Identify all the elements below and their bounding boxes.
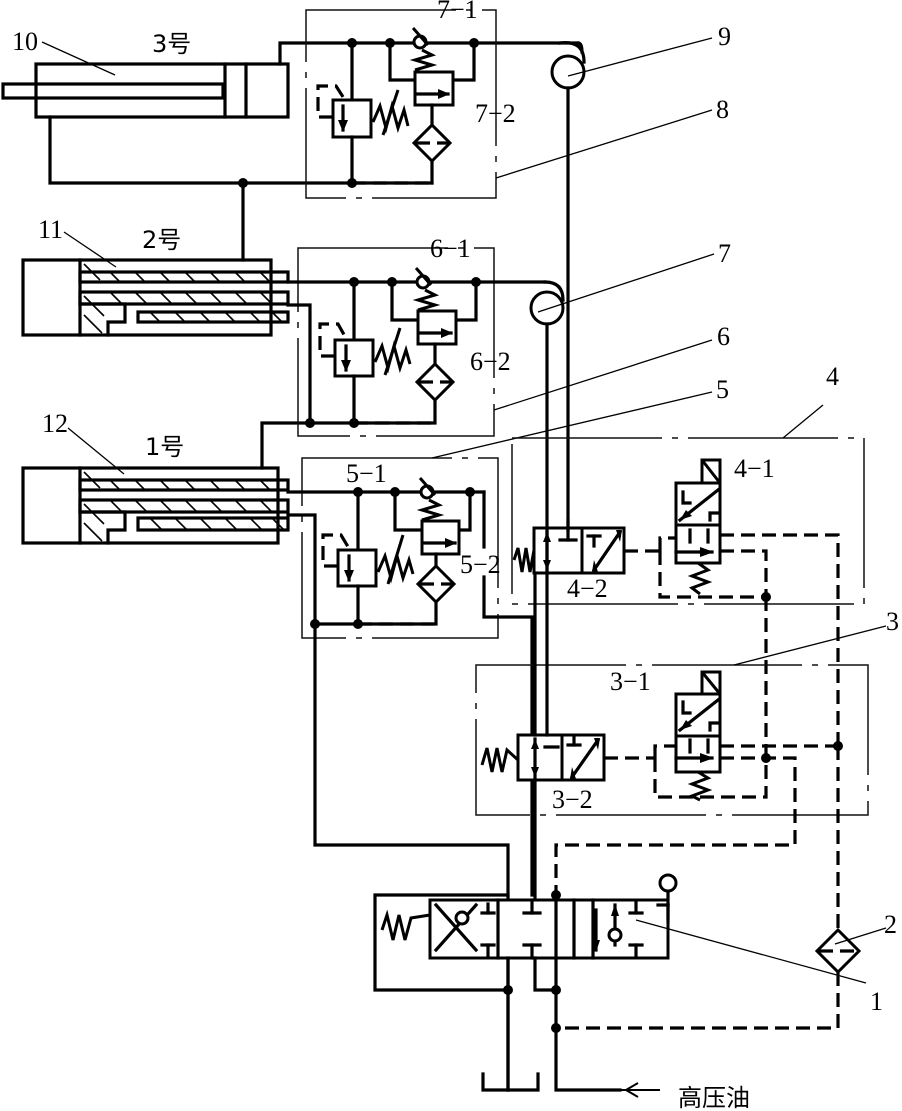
cylinder-1 [21,421,314,545]
valve-group-6 [286,247,547,437]
callout-2: 2 [884,910,897,939]
leader-3 [733,625,887,666]
valve-group-5 [286,457,534,897]
cylinder-2-name: 2号 [142,226,181,254]
cylinder-3-name: 3号 [152,30,191,58]
valve-group-3 [475,664,869,895]
callout-10: 10 [12,27,38,56]
callout-3: 3 [886,607,899,636]
leader-6 [493,339,713,411]
supply-label: 高压油 [678,1084,750,1111]
callout-8: 8 [716,95,729,124]
leader-1 [635,919,867,984]
callout-9: 9 [718,22,731,51]
label-5-1: 5−1 [346,459,387,488]
supply-arrow-icon [620,1082,660,1098]
valve-group-8 [305,9,497,199]
leader-2 [834,927,887,945]
callout-1: 1 [870,987,883,1016]
leader-5 [431,391,713,459]
leader-9 [567,37,713,77]
callout-11: 11 [38,215,63,244]
label-6-1: 6−1 [430,234,471,263]
callout-5: 5 [716,375,729,404]
label-7-1: 7−1 [437,0,478,24]
label-4-1: 4−1 [734,454,775,483]
callout-7: 7 [718,239,731,268]
rotary-joint-9 [550,41,586,532]
callout-4: 4 [826,362,839,391]
label-6-2: 6−2 [470,347,511,376]
label-5-2: 5−2 [460,550,501,579]
leader-7 [537,253,715,313]
label-3-2: 3−2 [552,785,593,814]
cylinder-2 [21,181,290,337]
label-4-2: 4−2 [567,574,608,603]
label-3-1: 3−1 [610,667,651,696]
leader-12 [67,427,125,475]
tank-icon [481,1072,540,1092]
valve-group-4 [511,437,865,745]
leader-8 [495,109,713,179]
main-valve-1 [373,873,678,1092]
callout-6: 6 [717,322,730,351]
leader-11 [63,231,117,268]
callout-12: 12 [42,409,68,438]
filter-2 [556,746,862,1030]
cylinder-1-name: 1号 [145,433,184,461]
label-7-2: 7−2 [475,99,516,128]
rotary-joint-7 [529,280,565,532]
leader-4 [782,404,824,439]
leader-10 [41,41,116,76]
